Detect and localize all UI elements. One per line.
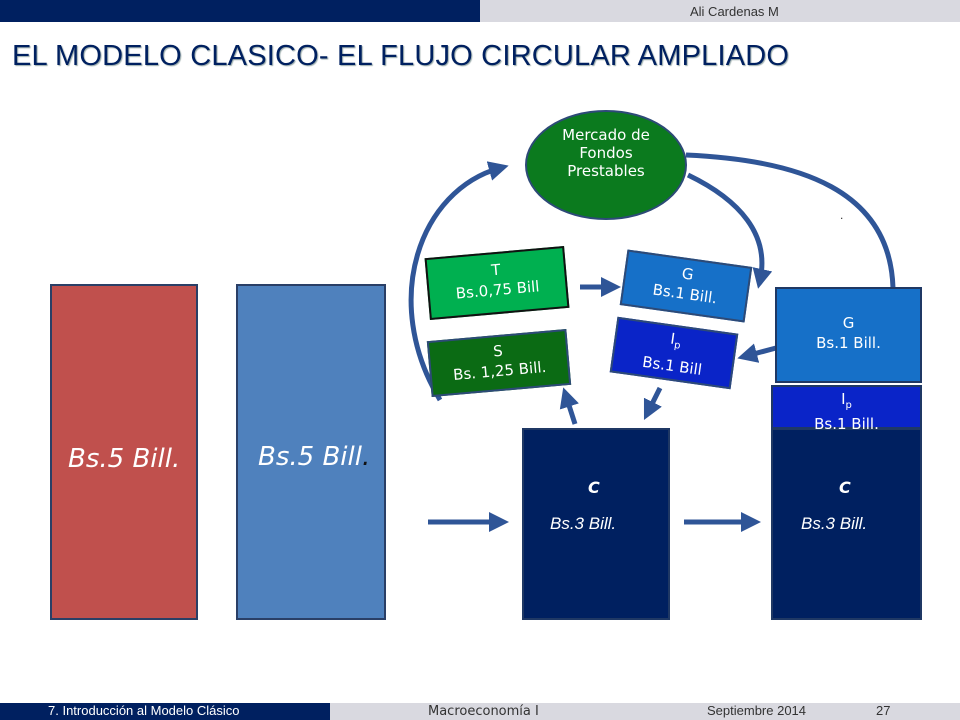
market-to-gov-arrow bbox=[686, 172, 773, 289]
footer-bar-light bbox=[330, 703, 960, 720]
consumption-value: Bs.3 Bill. bbox=[550, 514, 617, 533]
slide-title: EL MODELO CLASICO- EL FLUJO CIRCULAR AMP… bbox=[12, 40, 790, 72]
consumption-column-left: C Bs.3 Bill. bbox=[522, 428, 670, 620]
footer-page-number: 27 bbox=[876, 703, 891, 718]
consumption-letter: C bbox=[839, 478, 851, 497]
footer-course: Macroeconomía I bbox=[428, 704, 539, 719]
consumption-to-savings-arrow bbox=[559, 387, 579, 425]
loanable-funds-market: Mercado de Fondos Prestables bbox=[525, 110, 687, 220]
government-label: G bbox=[842, 314, 855, 332]
income-column: Bs.5 Bill. bbox=[236, 284, 386, 620]
market-to-right-arrow bbox=[685, 152, 896, 289]
investment-to-consumption-arrow bbox=[643, 386, 663, 421]
market-line1: Mercado de bbox=[562, 126, 650, 144]
investment-label: I bbox=[841, 390, 846, 408]
header-bar-light bbox=[480, 0, 960, 22]
investment-box-right: Ip Bs.1 Bill. bbox=[771, 385, 922, 433]
government-value: Bs.1 Bill. bbox=[816, 334, 881, 352]
footer-bar-dark bbox=[0, 703, 330, 720]
stray-dot: . bbox=[840, 208, 844, 222]
market-line2: Fondos bbox=[579, 144, 633, 162]
income-value: Bs.5 Bill. bbox=[258, 442, 371, 472]
header-bar-dark bbox=[0, 0, 480, 22]
savings-to-market-arrow bbox=[408, 161, 509, 402]
consumption-letter: C bbox=[588, 478, 600, 497]
government-box-right: G Bs.1 Bill. bbox=[775, 287, 922, 383]
footer-section: 7. Introducción al Modelo Clásico bbox=[48, 703, 240, 718]
author-name: Ali Cardenas M bbox=[690, 4, 779, 19]
consumption-value: Bs.3 Bill. bbox=[801, 514, 868, 533]
consumption-column-right: C Bs.3 Bill. bbox=[771, 428, 922, 620]
taxes-box: T Bs.0,75 Bill bbox=[424, 246, 570, 320]
output-value: Bs.5 Bill. bbox=[68, 444, 181, 474]
footer-date: Septiembre 2014 bbox=[707, 703, 807, 718]
market-line3: Prestables bbox=[567, 162, 645, 180]
output-column: Bs.5 Bill. bbox=[50, 284, 198, 620]
right-to-investment-arrow bbox=[737, 343, 777, 363]
investment-value: Bs.1 Bill. bbox=[814, 415, 879, 433]
